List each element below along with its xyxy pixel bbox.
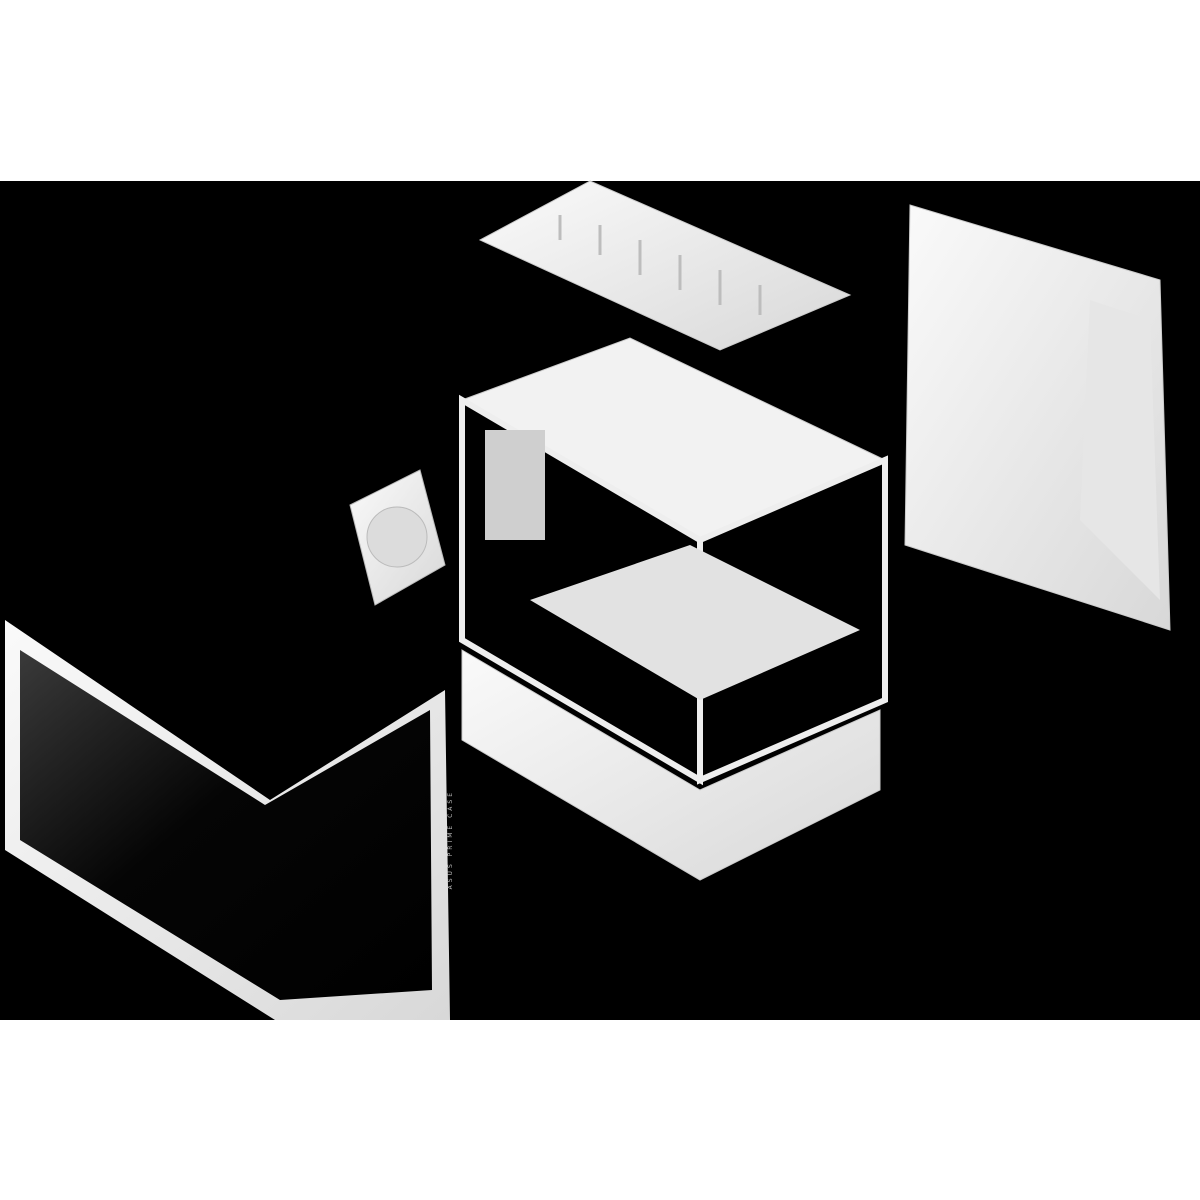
top-mesh-panel: [478, 180, 852, 351]
glass-front-side-panel: [5, 620, 450, 1020]
side-mesh-panel: [904, 204, 1171, 631]
panel-brand-text: ASUS PRIME CASE: [447, 790, 454, 890]
case-chassis: [459, 337, 888, 881]
rear-fan: [349, 469, 446, 606]
